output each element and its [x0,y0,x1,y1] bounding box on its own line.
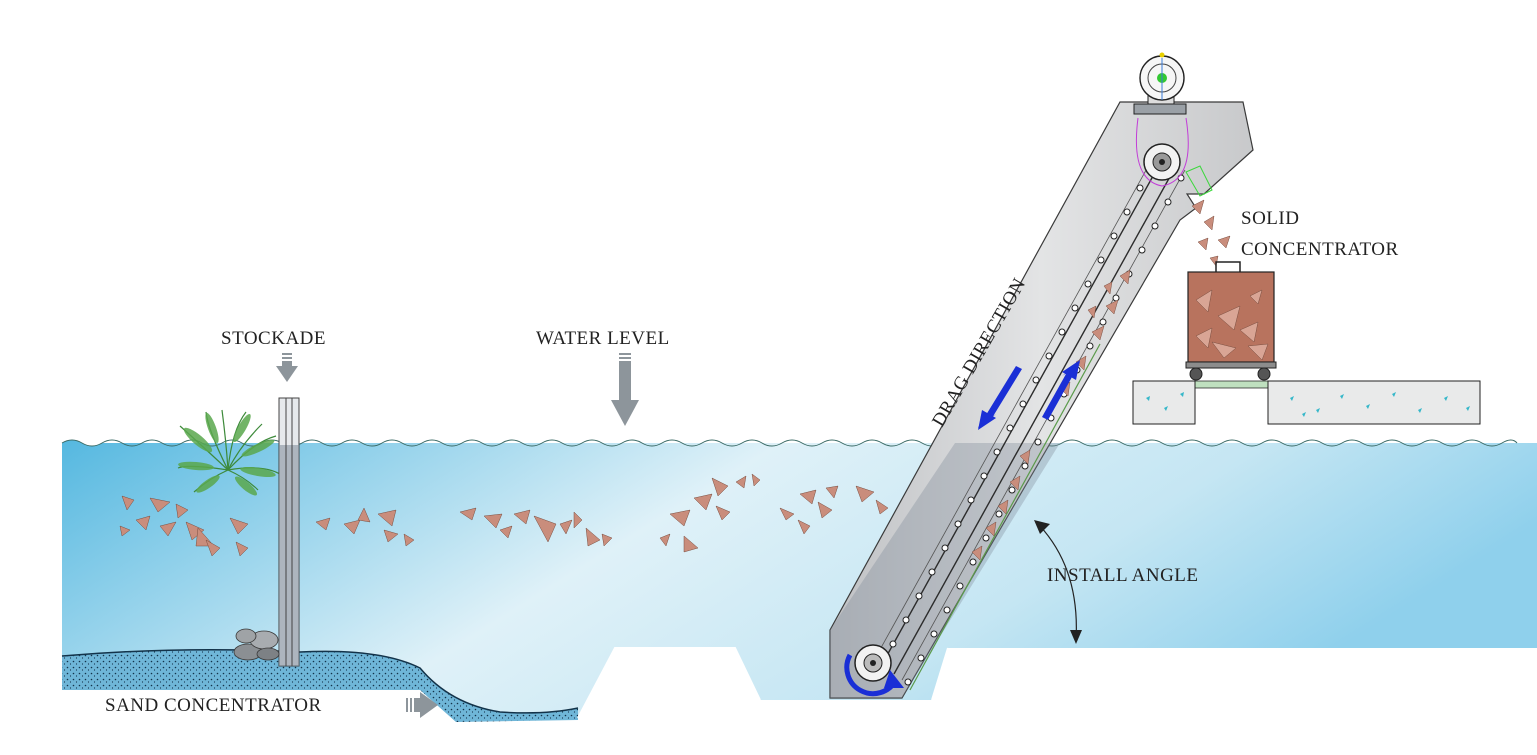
right-arrow-icon [406,692,438,718]
solid-concentrator-label-line2: CONCENTRATOR [1241,239,1399,260]
water-body [62,440,1537,718]
solid-concentrator-label-line1: SOLID [1241,208,1299,229]
falling-solids [1191,199,1231,267]
down-arrow-icon [611,353,639,426]
plant-leaves [178,412,276,496]
concrete-platform [1132,380,1481,425]
water-level-label: WATER LEVEL [536,328,670,349]
water-surface-line [61,439,1518,447]
install-angle-label: INSTALL ANGLE [1047,565,1199,586]
solids-collection-cart [1185,261,1277,381]
install-angle-indicator [1034,520,1082,644]
floating-debris [119,473,889,557]
down-arrow-icon [276,353,298,382]
sand-concentrator-label: SAND CONCENTRATOR [105,695,322,716]
rocks-icon [233,628,280,661]
drive-motor [1133,52,1187,115]
stockade-bars [278,397,300,667]
channel-bottom [577,647,949,719]
bottom-sprocket [854,644,892,682]
rotation-arrowhead [884,670,904,688]
drag-arrowheads [978,360,1080,430]
stockade-label: STOCKADE [221,328,326,349]
sand-bed [62,649,578,722]
platform-aggregate [1146,392,1470,417]
conveyor-debris [971,269,1131,561]
plant-icon [177,409,281,493]
green-bracket [1185,165,1213,197]
top-sprocket [1135,117,1189,187]
rotation-arrow-icon [844,653,899,697]
